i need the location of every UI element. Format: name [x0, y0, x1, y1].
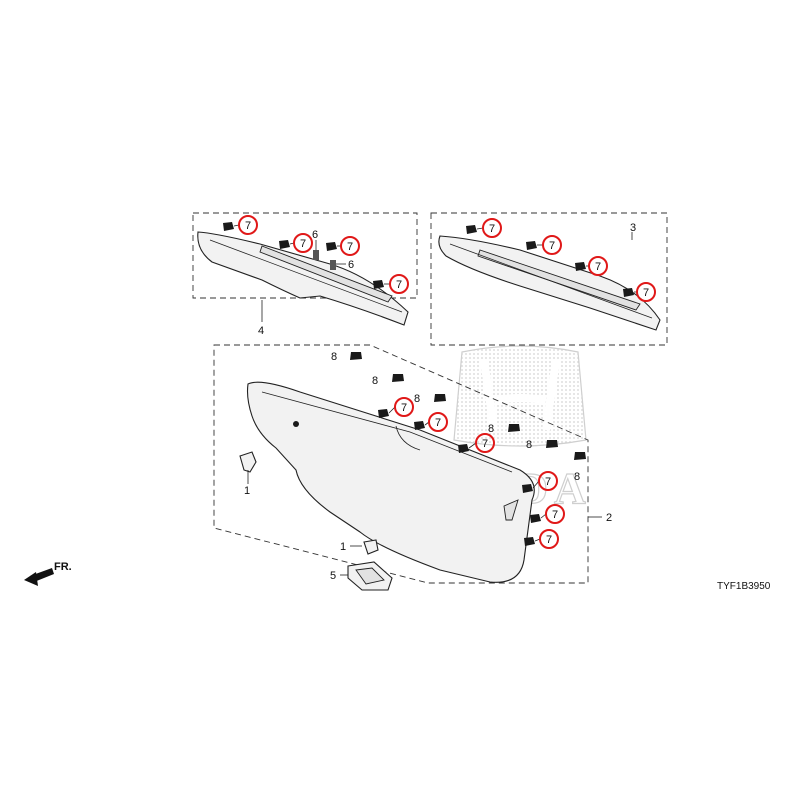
highlight-ring	[545, 504, 565, 524]
callout-7-label: 7	[245, 220, 251, 232]
clip-part-6-b	[330, 260, 336, 270]
callout-7-label: 7	[435, 417, 441, 429]
fastener-7-4: 7	[373, 274, 409, 294]
highlight-ring	[340, 236, 360, 256]
fastener-7-12: 7	[522, 471, 558, 493]
callout-2-label: 2	[606, 512, 612, 524]
clip-part-1-bottom	[363, 539, 379, 555]
highlight-ring	[394, 397, 414, 417]
callout-7-label: 7	[300, 238, 306, 250]
lower-trim-panel	[246, 381, 535, 583]
callout-7-label: 7	[482, 438, 488, 450]
callout-1-label: 1	[340, 541, 346, 553]
highlight-ring	[475, 433, 495, 453]
grommet-8-2: 8	[372, 374, 404, 387]
callout-7-label: 7	[549, 240, 555, 252]
highlight-ring	[293, 233, 313, 253]
highlight-ring	[636, 282, 656, 302]
callout-4-label: 4	[258, 325, 264, 337]
callout-6-label: 6	[348, 259, 354, 271]
fastener-7-10: 7	[414, 412, 448, 432]
callout-8-label: 8	[574, 471, 580, 483]
callout-8-label: 8	[488, 423, 494, 435]
grommets-part-8: 8 8 8 8 8 8	[331, 351, 586, 483]
direction-label: FR.	[54, 561, 72, 573]
fasteners-part-7: 7 7 7 7 7 7 7 7 7 7 7 7 7 7	[223, 215, 656, 549]
highlight-ring	[428, 412, 448, 432]
grommet-8-3: 8	[414, 393, 446, 405]
callout-7-label: 7	[595, 261, 601, 273]
fastener-7-8: 7	[623, 282, 656, 302]
callout-7-label: 7	[396, 279, 402, 291]
callout-7-label: 7	[643, 287, 649, 299]
fastener-7-7: 7	[575, 256, 608, 276]
highlight-ring	[538, 471, 558, 491]
callout-7-label: 7	[546, 534, 552, 546]
callout-8-label: 8	[331, 351, 337, 363]
grommet-8-4: 8	[488, 423, 520, 435]
callout-8-label: 8	[526, 439, 532, 451]
diagram-code: TYF1B3950	[717, 581, 771, 592]
callout-8-label: 8	[414, 393, 420, 405]
arrow-head-icon	[24, 572, 38, 586]
handle-part-5	[347, 561, 393, 591]
front-direction-arrow: FR.	[24, 561, 72, 586]
clip-part-6-a	[313, 250, 319, 260]
callout-labels: 1 1 2 3 4 5 6 6	[244, 222, 636, 582]
fastener-7-2: 7	[279, 233, 313, 253]
grommet-8-6: 8	[574, 452, 586, 483]
highlight-ring	[389, 274, 409, 294]
fastener-7-5: 7	[466, 218, 502, 238]
highlight-ring	[482, 218, 502, 238]
fastener-7-13: 7	[530, 504, 565, 524]
callout-7-label: 7	[545, 476, 551, 488]
highlight-ring	[539, 529, 559, 549]
fastener-7-1: 7	[223, 215, 258, 235]
upper-garnish-left	[197, 231, 409, 326]
group-box-part-2	[213, 344, 589, 584]
group-box-part-4	[192, 212, 418, 299]
fastener-7-14: 7	[524, 529, 559, 549]
upper-garnish-right	[438, 235, 661, 331]
fastener-7-3: 7	[326, 236, 360, 256]
callout-7-label: 7	[347, 241, 353, 253]
highlight-ring	[238, 215, 258, 235]
fastener-7-6: 7	[526, 235, 562, 255]
clip-part-1-left	[239, 451, 257, 473]
fastener-7-11: 7	[458, 433, 495, 453]
grommet-8-1: 8	[331, 351, 362, 363]
grommet-8-5: 8	[526, 439, 558, 451]
callout-7-label: 7	[489, 223, 495, 235]
highlight-ring	[542, 235, 562, 255]
callout-7-label: 7	[401, 402, 407, 414]
callout-1-label: 1	[244, 485, 250, 497]
callout-3-label: 3	[630, 222, 636, 234]
callout-8-label: 8	[372, 375, 378, 387]
callout-5-label: 5	[330, 570, 336, 582]
callout-7-label: 7	[552, 509, 558, 521]
callout-6-label: 6	[312, 229, 318, 241]
highlight-ring	[588, 256, 608, 276]
fastener-7-9: 7	[378, 397, 414, 418]
